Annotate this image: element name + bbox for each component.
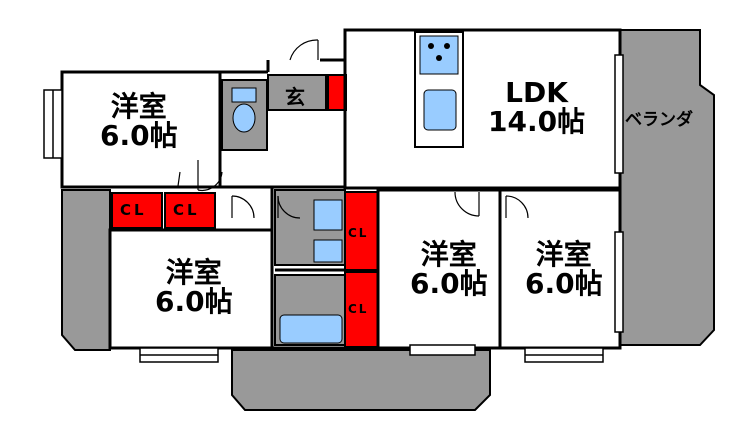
room-name: LDK [505, 76, 568, 109]
closet-left-a [111, 192, 163, 229]
windows [43, 54, 624, 363]
room-western-left: 洋室 6.0帖 [155, 258, 233, 317]
washbasin-fixture [313, 199, 343, 263]
veranda-label: ベランダ [625, 110, 693, 130]
balcony-bottom [231, 349, 491, 411]
room-ldk: LDK 14.0帖 [488, 78, 585, 137]
door-swings [177, 39, 529, 219]
room-western-right: 洋室 6.0帖 [525, 240, 603, 299]
kitchen-counter [414, 31, 464, 148]
closet-left-b [164, 192, 216, 229]
closet-label-left-b: CL [173, 201, 200, 219]
room-name: 洋室 [535, 238, 592, 271]
closet-genkan [327, 74, 347, 111]
genkan-label: 玄 [285, 85, 305, 109]
closet-label-center-b: CL [348, 302, 369, 316]
room-name: 洋室 [420, 238, 477, 271]
closet-center-b [344, 271, 379, 348]
toilet-fixture [231, 87, 257, 133]
room-size: 14.0帖 [488, 105, 586, 139]
room-size: 6.0帖 [155, 285, 233, 319]
room-western-center: 洋室 6.0帖 [410, 240, 488, 299]
room-size: 6.0帖 [100, 119, 178, 153]
closet-label-left-a: CL [120, 201, 147, 219]
room-western-topleft: 洋室 6.0帖 [100, 92, 178, 151]
room-size: 6.0帖 [525, 267, 603, 301]
room-size: 6.0帖 [410, 267, 488, 301]
balcony-right [619, 29, 715, 346]
balcony-left [61, 189, 111, 351]
bathtub-fixture [279, 314, 343, 344]
room-name: 洋室 [110, 90, 167, 123]
closet-center-a [344, 191, 379, 271]
room-name: 洋室 [165, 256, 222, 289]
closet-label-center-a: CL [348, 226, 369, 240]
